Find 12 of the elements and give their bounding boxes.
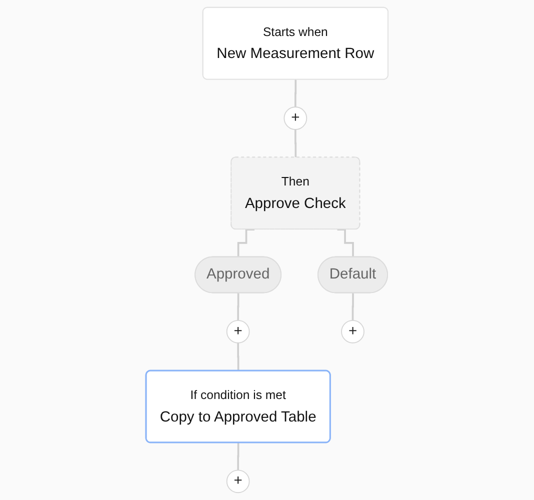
- node-circle: +: [226, 470, 250, 494]
- connector: [294, 78, 297, 108]
- node-circle: +: [226, 320, 250, 344]
- connector: [237, 342, 240, 372]
- connector: [237, 292, 240, 322]
- node-circle: +: [284, 106, 308, 130]
- connector: [237, 442, 240, 472]
- connector: [352, 292, 354, 322]
- node-circle: +: [341, 320, 364, 344]
- connector: [337, 228, 354, 258]
- connector: [237, 228, 254, 258]
- connector: [294, 128, 297, 159]
